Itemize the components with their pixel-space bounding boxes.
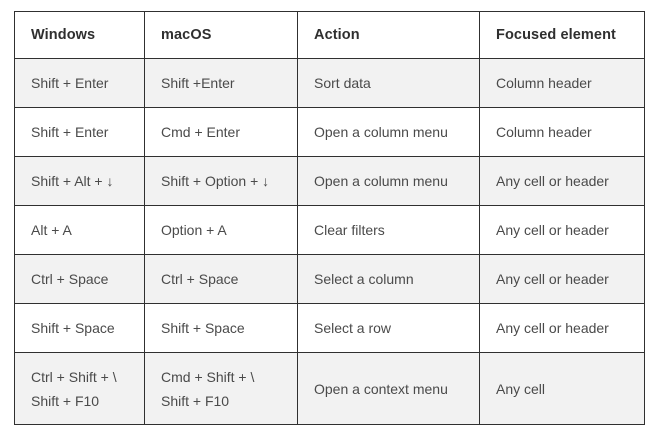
cell-action: Clear filters bbox=[297, 205, 480, 255]
cell-focused-element: Any cell or header bbox=[479, 205, 645, 255]
cell-macos-shortcut: Option + A bbox=[144, 205, 298, 255]
keyboard-shortcuts-table: Windows macOS Action Focused element Shi… bbox=[14, 11, 645, 425]
table-row: Shift + Enter Cmd + Enter Open a column … bbox=[14, 107, 645, 157]
cell-action: Open a context menu bbox=[297, 352, 480, 425]
cell-macos-shortcut: Shift + Option + ↓ bbox=[144, 156, 298, 206]
cell-action: Sort data bbox=[297, 58, 480, 108]
cell-macos-shortcut: Ctrl + Space bbox=[144, 254, 298, 304]
shortcuts-table-container: Windows macOS Action Focused element Shi… bbox=[14, 11, 645, 425]
cell-action: Select a column bbox=[297, 254, 480, 304]
table-row: Ctrl + Shift + \ Shift + F10 Cmd + Shift… bbox=[14, 352, 645, 425]
column-header-macos: macOS bbox=[144, 11, 298, 59]
cell-focused-element: Any cell or header bbox=[479, 254, 645, 304]
table-row: Shift + Space Shift + Space Select a row… bbox=[14, 303, 645, 353]
cell-windows-shortcut: Shift + Alt + ↓ bbox=[14, 156, 145, 206]
cell-windows-shortcut: Ctrl + Space bbox=[14, 254, 145, 304]
cell-windows-shortcut: Shift + Space bbox=[14, 303, 145, 353]
cell-windows-shortcut: Shift + Enter bbox=[14, 58, 145, 108]
cell-macos-shortcut: Shift +Enter bbox=[144, 58, 298, 108]
table-row: Shift + Alt + ↓ Shift + Option + ↓ Open … bbox=[14, 156, 645, 206]
column-header-action: Action bbox=[297, 11, 480, 59]
cell-windows-shortcut: Shift + Enter bbox=[14, 107, 145, 157]
shortcut-line-1: Ctrl + Shift + \ bbox=[31, 368, 117, 385]
cell-focused-element: Column header bbox=[479, 107, 645, 157]
table-body: Shift + Enter Shift +Enter Sort data Col… bbox=[14, 58, 645, 425]
cell-windows-shortcut: Ctrl + Shift + \ Shift + F10 bbox=[14, 352, 145, 425]
cell-focused-element: Any cell or header bbox=[479, 156, 645, 206]
table-row: Shift + Enter Shift +Enter Sort data Col… bbox=[14, 58, 645, 108]
shortcut-line-2: Shift + F10 bbox=[161, 392, 230, 409]
column-header-focused-element: Focused element bbox=[479, 11, 645, 59]
cell-focused-element: Any cell bbox=[479, 352, 645, 425]
cell-focused-element: Any cell or header bbox=[479, 303, 645, 353]
cell-action: Open a column menu bbox=[297, 107, 480, 157]
shortcut-line-1: Cmd + Shift + \ bbox=[161, 368, 255, 385]
shortcut-line-2: Shift + F10 bbox=[31, 392, 100, 409]
cell-windows-shortcut: Alt + A bbox=[14, 205, 145, 255]
cell-macos-shortcut: Shift + Space bbox=[144, 303, 298, 353]
cell-macos-shortcut: Cmd + Enter bbox=[144, 107, 298, 157]
table-row: Alt + A Option + A Clear filters Any cel… bbox=[14, 205, 645, 255]
cell-macos-shortcut: Cmd + Shift + \ Shift + F10 bbox=[144, 352, 298, 425]
cell-focused-element: Column header bbox=[479, 58, 645, 108]
table-row: Ctrl + Space Ctrl + Space Select a colum… bbox=[14, 254, 645, 304]
cell-action: Open a column menu bbox=[297, 156, 480, 206]
column-header-windows: Windows bbox=[14, 11, 145, 59]
cell-action: Select a row bbox=[297, 303, 480, 353]
table-header: Windows macOS Action Focused element bbox=[14, 11, 645, 59]
table-header-row: Windows macOS Action Focused element bbox=[14, 11, 645, 59]
